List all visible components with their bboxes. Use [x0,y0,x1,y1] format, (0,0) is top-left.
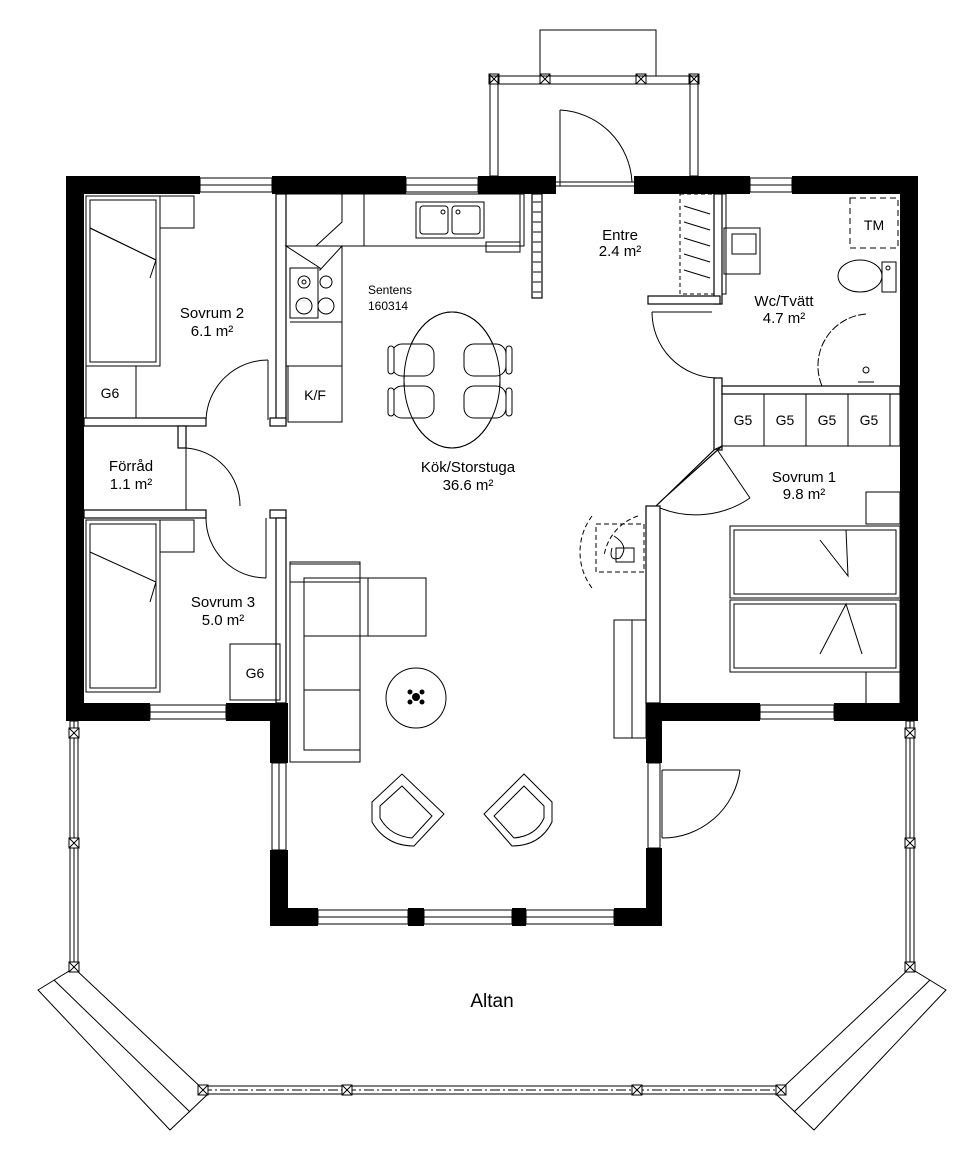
altan-posts [68,727,916,1096]
dining-set [387,311,513,449]
sovrum3-wardrobe-tag: G6 [246,665,265,681]
sovrum1-wardrobe-tag-1: G5 [734,412,753,428]
sovrum2-name: Sovrum 2 [180,305,244,322]
door-swings [185,311,751,839]
living-furniture [289,515,647,847]
sovrum2-wardrobe-tag: G6 [101,385,120,401]
altan-deck [37,720,947,1131]
sovrum1-name: Sovrum 1 [772,469,836,486]
fridge-tag: K/F [304,387,326,403]
sovrum3-area: 5.0 m² [202,612,245,629]
entre-area: 2.4 m² [599,243,642,260]
sovrum1-area: 9.8 m² [783,486,826,503]
sovrum2-furniture [85,195,195,419]
entre-name: Entre [602,227,638,244]
sovrum1-wardrobe-tag-3: G5 [818,412,837,428]
forrad-area: 1.1 m² [110,476,153,493]
sovrum1-wardrobe-tag-2: G5 [776,412,795,428]
kok-area: 36.6 m² [443,477,494,494]
sovrum1-wardrobe-tag-4: G5 [860,412,879,428]
plant-icon [407,689,425,705]
wc-area: 4.7 m² [763,310,806,327]
altan-name: Altan [470,991,513,1012]
sovrum1-furniture [721,393,901,705]
sovrum2-area: 6.1 m² [191,323,234,340]
kok-name: Kök/Storstuga [421,459,516,476]
kitchen-counters [284,193,525,423]
fireplace-icon [610,535,635,563]
coat-rack [533,201,541,293]
exterior-walls [66,176,918,926]
windows [149,177,835,925]
tm-tag: TM [864,217,884,233]
forrad-name: Förråd [109,458,153,475]
wc-fixtures [679,193,899,387]
wc-name: Wc/Tvätt [754,293,814,310]
entry-porch [488,29,700,187]
appliance-code: 160314 [368,299,408,313]
sovrum3-name: Sovrum 3 [191,594,255,611]
sovrum3-furniture [85,519,281,701]
appliance-brand: Sentens [368,283,412,297]
